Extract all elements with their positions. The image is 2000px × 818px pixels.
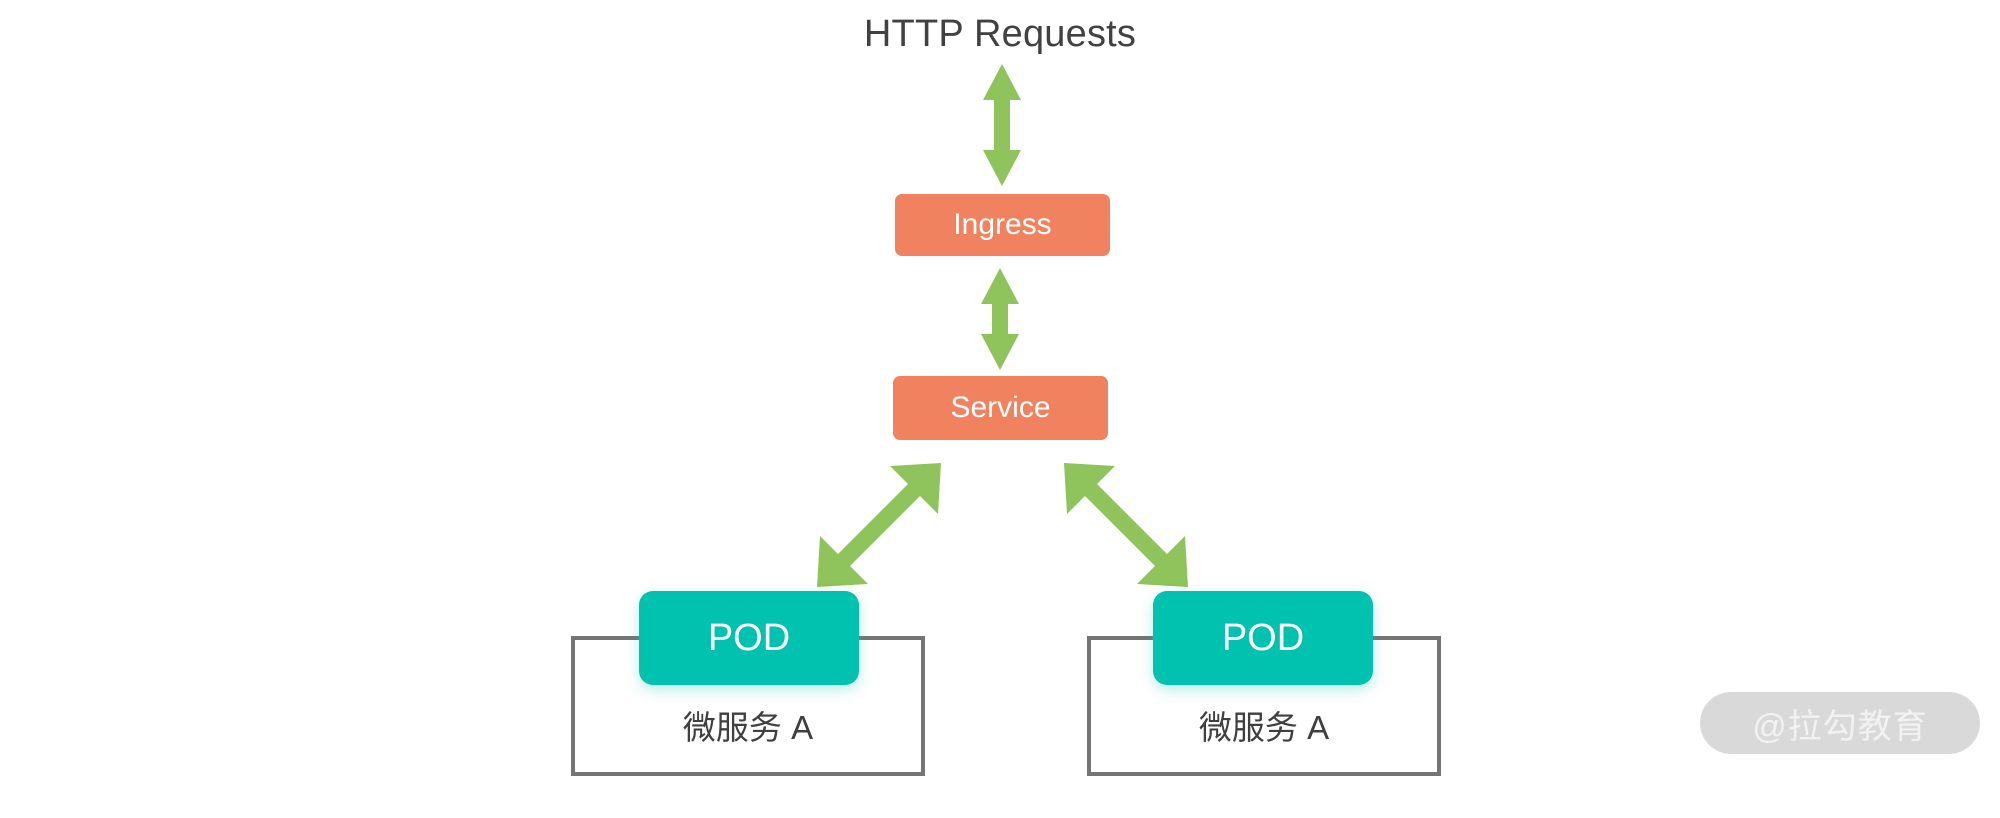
arrow-service-to-pod-left bbox=[817, 463, 941, 587]
node-pod-right-label: POD bbox=[1221, 616, 1305, 659]
node-ingress[interactable]: Ingress bbox=[895, 194, 1110, 256]
microservice-label-left: 微服务 A bbox=[682, 709, 814, 746]
arrow-http-to-ingress bbox=[983, 64, 1021, 186]
page-title: HTTP Requests bbox=[863, 13, 1137, 55]
node-service[interactable]: Service bbox=[893, 376, 1108, 440]
node-pod-left-label: POD bbox=[707, 616, 791, 659]
watermark: @拉勾教育 bbox=[1700, 692, 1980, 754]
node-ingress-label: Ingress bbox=[953, 208, 1052, 241]
arrow-ingress-to-service bbox=[981, 268, 1019, 370]
node-pod-left[interactable]: POD bbox=[639, 591, 859, 685]
node-pod-right[interactable]: POD bbox=[1153, 591, 1373, 685]
arrow-service-to-pod-right bbox=[1064, 463, 1188, 587]
node-service-label: Service bbox=[950, 391, 1051, 424]
microservice-label-right: 微服务 A bbox=[1198, 709, 1330, 746]
